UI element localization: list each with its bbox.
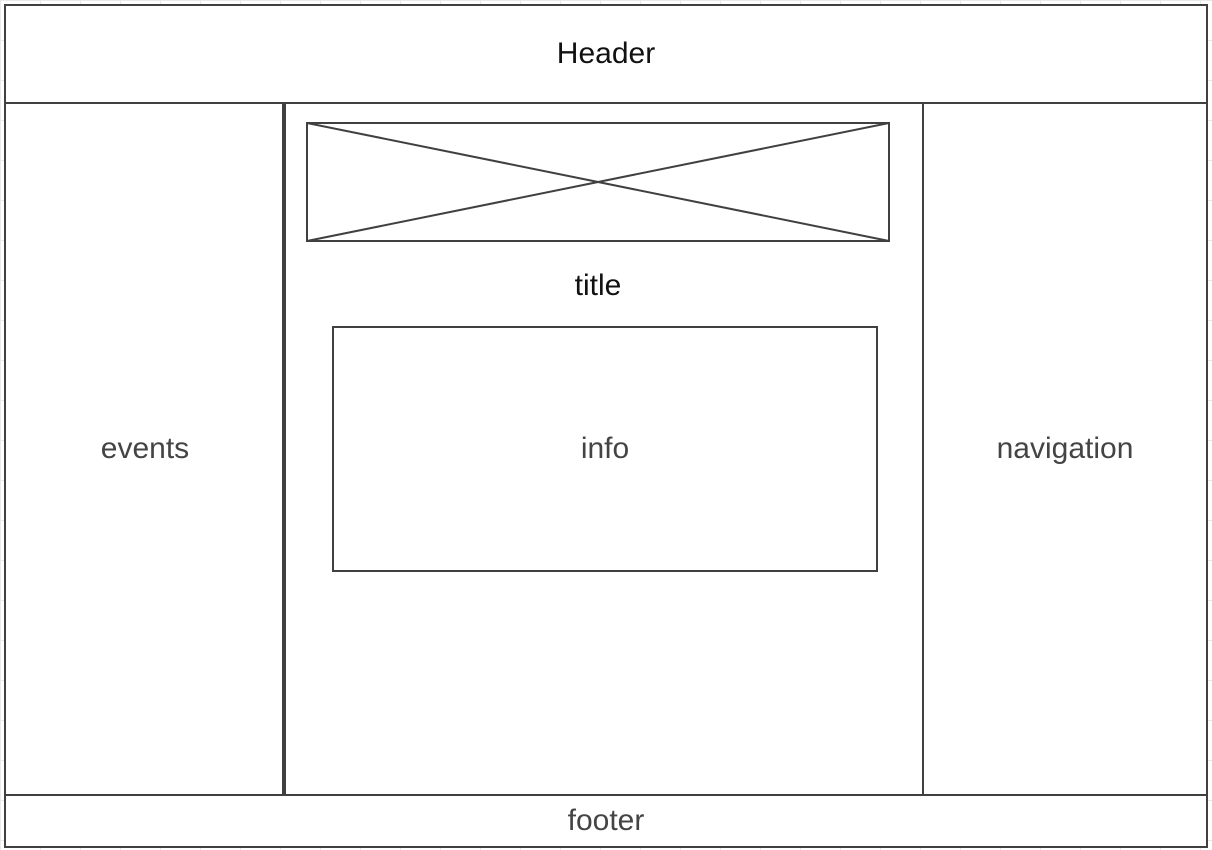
image-placeholder-x-icon bbox=[306, 122, 890, 242]
navigation-column: navigation bbox=[922, 102, 1208, 796]
footer-block: footer bbox=[4, 794, 1208, 848]
image-placeholder-icon bbox=[306, 122, 890, 242]
column-divider bbox=[282, 102, 286, 796]
events-label: events bbox=[100, 432, 190, 465]
header-block: Header bbox=[4, 4, 1208, 104]
content-title: title bbox=[574, 269, 622, 302]
events-column: events bbox=[4, 102, 286, 796]
navigation-label: navigation bbox=[996, 432, 1134, 465]
info-label: info bbox=[580, 432, 630, 465]
footer-label: footer bbox=[567, 804, 645, 837]
header-label: Header bbox=[556, 37, 656, 70]
info-block: info bbox=[332, 326, 878, 572]
